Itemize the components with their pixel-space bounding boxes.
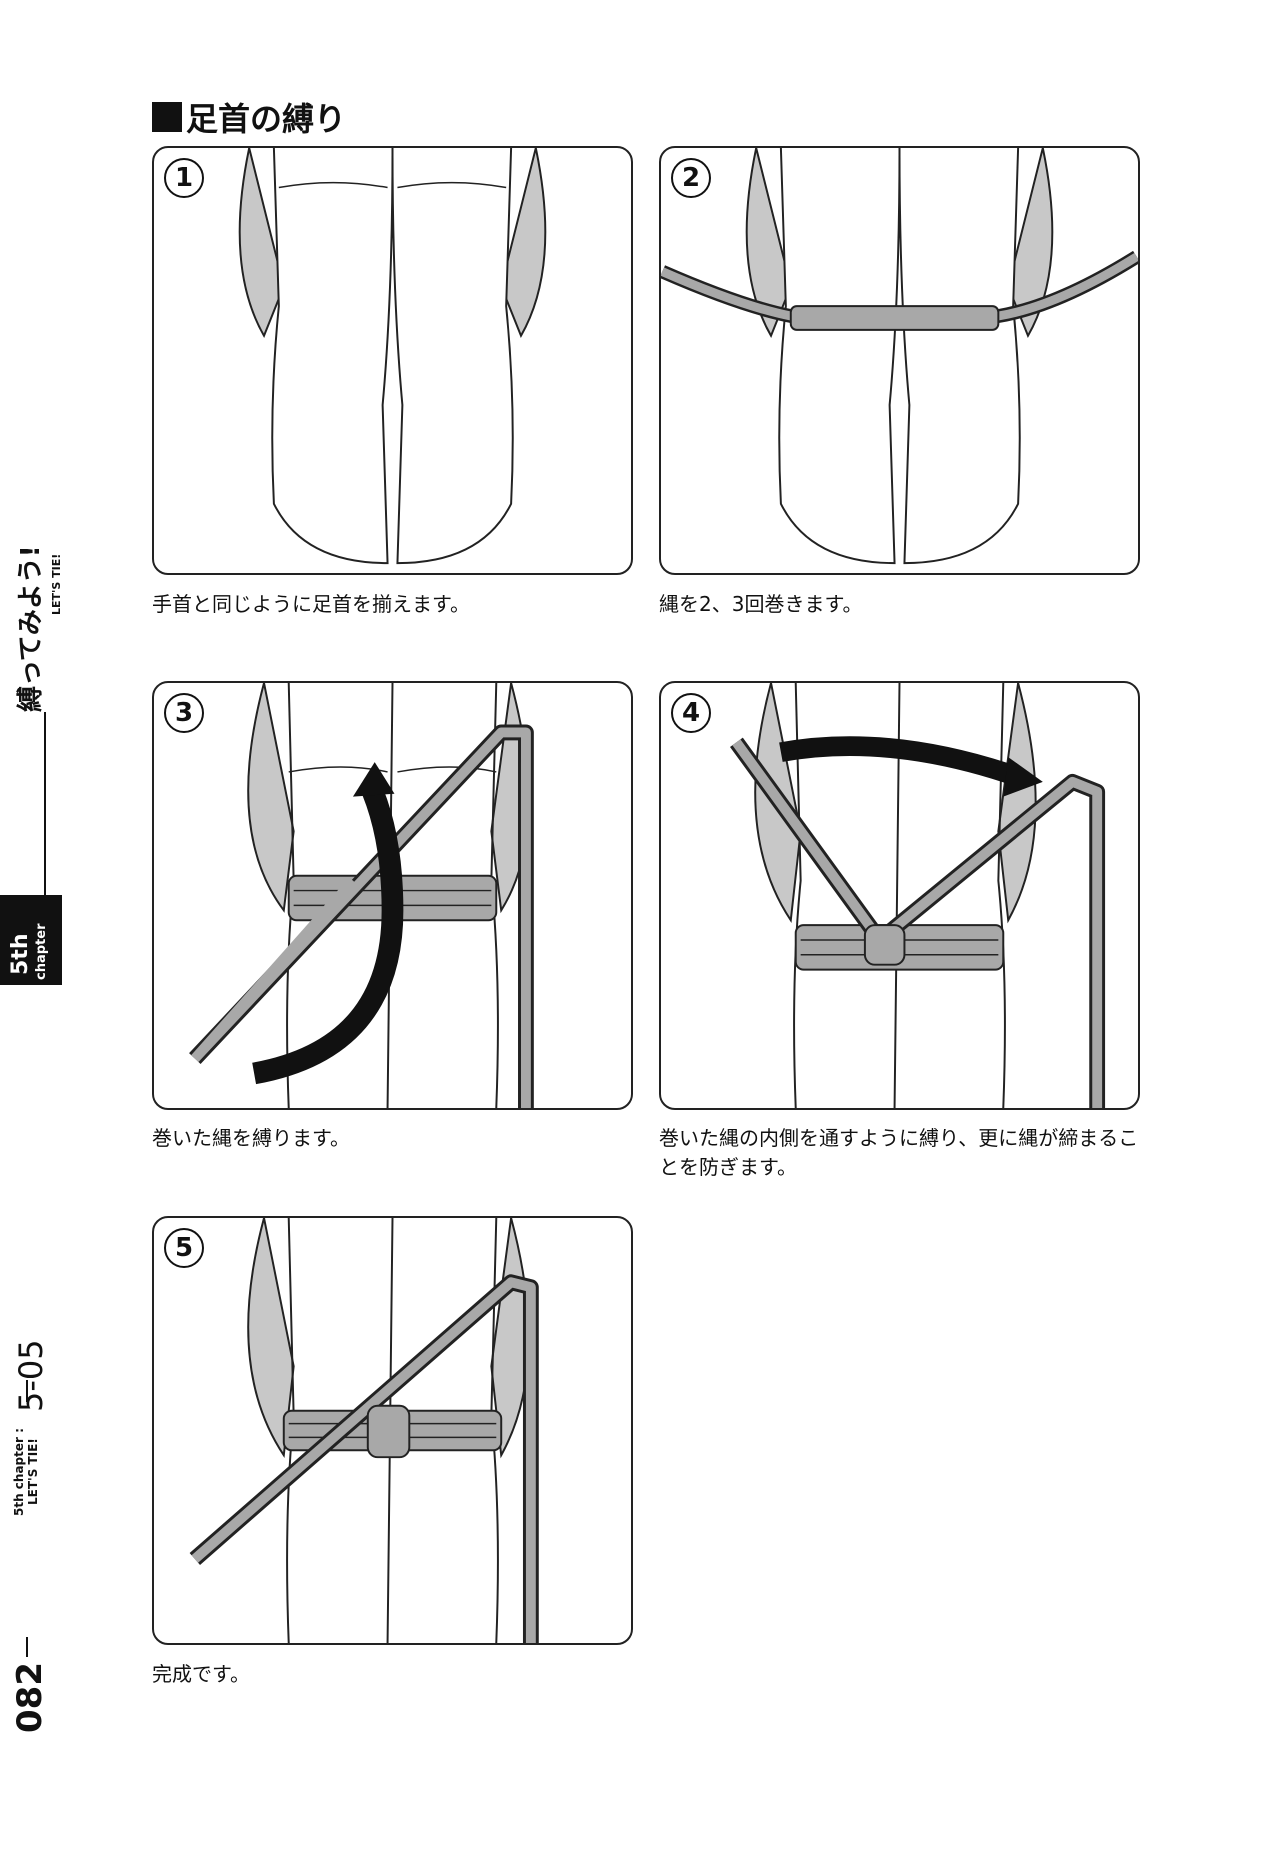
margin-divider bbox=[44, 712, 46, 897]
section-number: 5-05 bbox=[12, 1339, 50, 1412]
footer-subtitle: LET'S TIE! bbox=[26, 1438, 40, 1505]
title-text: 足首の縛り bbox=[186, 100, 347, 138]
step-5-caption: 完成です。 bbox=[152, 1662, 250, 1686]
step-2-panel: 2 bbox=[659, 146, 1140, 575]
step-2-caption: 縄を2、3回巻きます。 bbox=[659, 592, 863, 616]
step-1-panel: 1 bbox=[152, 146, 633, 575]
step-3-caption: 巻いた縄を縛ります。 bbox=[152, 1126, 350, 1150]
step-number: 4 bbox=[671, 693, 711, 733]
chapter-number: 5th bbox=[8, 933, 33, 976]
step-number: 3 bbox=[164, 693, 204, 733]
completed-tie-illustration bbox=[189, 1218, 539, 1643]
chapter-word: chapter bbox=[34, 923, 49, 980]
chapter-badge: 5th chapter bbox=[0, 895, 62, 985]
step-number: 2 bbox=[671, 158, 711, 198]
footer-chapter: 5th chapter : bbox=[12, 1428, 26, 1516]
tying-illustration bbox=[189, 683, 534, 1108]
step-number: 1 bbox=[164, 158, 204, 198]
step-1-caption: 手首と同じように足首を揃えます。 bbox=[152, 592, 470, 616]
separator bbox=[26, 1380, 28, 1402]
step-4-panel: 4 bbox=[659, 681, 1140, 1110]
page-number: 082 bbox=[10, 1662, 50, 1733]
tying-illustration bbox=[730, 683, 1106, 1108]
step-5-panel: 5 bbox=[152, 1216, 633, 1645]
feet-illustration bbox=[238, 148, 547, 565]
feet-rope-illustration bbox=[661, 148, 1138, 565]
step-number: 5 bbox=[164, 1228, 204, 1268]
square-bullet-icon bbox=[152, 102, 182, 132]
chapter-subtitle: LET'S TIE! bbox=[50, 553, 63, 615]
page-title: 足首の縛り bbox=[152, 94, 346, 140]
step-4-caption: 巻いた縄の内側を通すように縛り、更に縄が締まることを防ぎます。 bbox=[659, 1126, 1139, 1179]
separator bbox=[26, 1637, 28, 1657]
chapter-title: 縛ってみよう! bbox=[16, 545, 46, 712]
step-3-panel: 3 bbox=[152, 681, 633, 1110]
